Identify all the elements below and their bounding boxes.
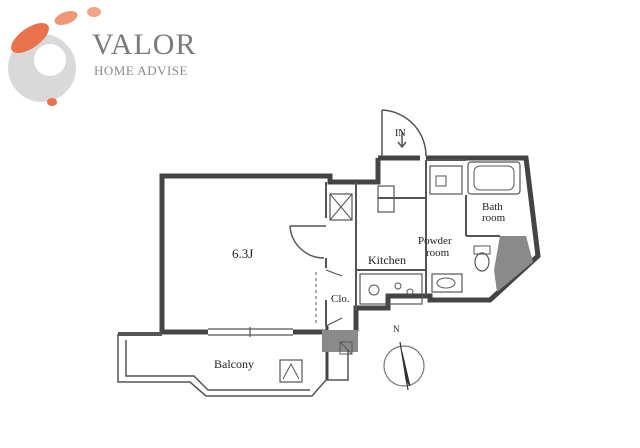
storage-box [329, 193, 353, 221]
drain-box [339, 341, 353, 355]
brand-tagline: HOME ADVISE [94, 63, 188, 78]
entrance-label: IN [395, 128, 406, 139]
brand-name: VALOR [92, 28, 197, 61]
shoe-cabinet [377, 185, 395, 213]
stove-burner-icon [406, 288, 414, 296]
powder-room-label-2: room [426, 247, 450, 259]
kitchen-label: Kitchen [368, 253, 406, 267]
pipe-shaft [494, 236, 533, 292]
structural-column [322, 330, 358, 352]
powder-room-label-1: Powder [418, 235, 452, 247]
bathtub [467, 161, 521, 195]
entrance-door [381, 109, 427, 157]
exterior-walls [159, 155, 541, 380]
compass-north-label: N [393, 324, 400, 334]
logo-orange-petal-2 [54, 11, 78, 25]
bath-room-label-1: Bath [482, 201, 503, 213]
kitchen-counter [359, 273, 423, 305]
logo-white-hole [34, 44, 66, 76]
closet-door [325, 269, 343, 277]
logo-orange-petal-3 [87, 7, 101, 17]
compass [383, 341, 425, 391]
main-room-door [289, 225, 325, 259]
valor-logo-mark [8, 7, 101, 106]
sink-icon [368, 284, 380, 296]
balcony-window [208, 327, 293, 337]
main-room-label: 6.3J [232, 246, 253, 261]
closet-label: Clo. [331, 293, 350, 305]
interior-walls [325, 159, 500, 326]
logo-orange-petal-1 [11, 22, 49, 54]
washbasin [431, 273, 463, 293]
emergency-hatch [279, 359, 303, 383]
valor-logo: VALOR HOME ADVISE [0, 0, 200, 120]
balcony [117, 332, 349, 397]
balcony-label: Balcony [214, 357, 254, 371]
toilet [474, 252, 490, 272]
logo-orange-dot [47, 98, 57, 106]
stove-burner-icon [394, 282, 402, 290]
bath-room-label-2: room [482, 212, 506, 224]
washing-machine-space [429, 165, 463, 195]
toilet-tank [473, 245, 491, 255]
